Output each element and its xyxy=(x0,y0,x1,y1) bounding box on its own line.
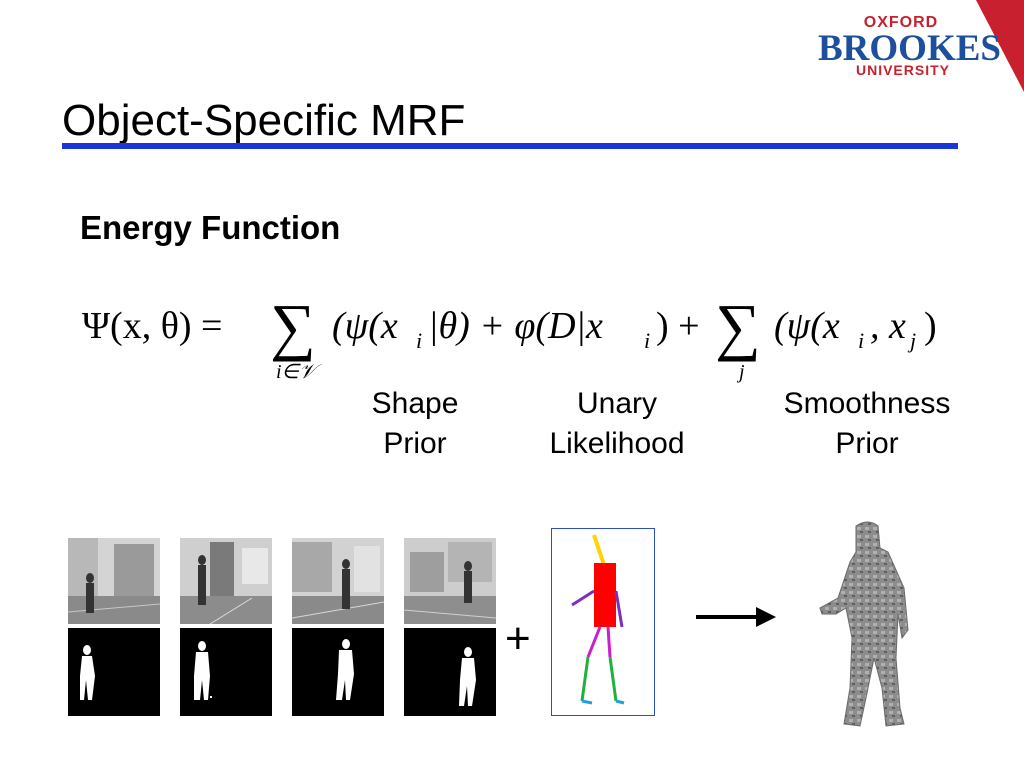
equation-term3-end: ) xyxy=(924,305,937,347)
logo-line-brookes: BROOKES xyxy=(818,28,1001,69)
energy-equation: Ψ(x, θ) = ∑ i∈𝒱 (ψ(x i |θ) + φ(D|x i ) +… xyxy=(82,290,962,383)
summation-symbol-2: ∑ xyxy=(715,291,761,362)
3d-reconstruction-figure xyxy=(819,521,909,727)
label-smoothness-prior-line1: Smoothness xyxy=(783,387,951,420)
plus-sign: + xyxy=(505,614,531,663)
slide-title: Object-Specific MRF xyxy=(62,96,466,145)
label-shape-prior: Shape Prior xyxy=(345,384,485,464)
stick-figure-shape-prior xyxy=(551,528,655,716)
label-unary-likelihood-line1: Unary xyxy=(576,387,658,420)
summation-symbol-1: ∑ xyxy=(270,291,316,362)
logo-line-oxford: OXFORD xyxy=(863,14,939,31)
equation-term3-mid: , x xyxy=(870,305,906,347)
skeleton-right-arm xyxy=(614,590,624,628)
skeleton-right-foot xyxy=(615,699,625,705)
summation-index-1: i∈𝒱 xyxy=(276,361,322,383)
skeleton-head-line xyxy=(592,534,606,566)
equation-term3: (ψ(x xyxy=(774,305,840,347)
silhouette-mask-2 xyxy=(180,628,272,716)
silhouette-mask-1 xyxy=(68,628,160,716)
silhouette-mask-3 xyxy=(292,628,384,716)
equation-term2-sub: i xyxy=(644,328,650,353)
silhouette-mask-4 xyxy=(404,628,496,716)
right-arrow-icon xyxy=(696,607,776,627)
logo-line-university: UNIVERSITY xyxy=(855,62,950,78)
video-frame-3 xyxy=(292,538,384,624)
label-smoothness-prior-line2: Prior xyxy=(835,427,899,460)
section-heading: Energy Function xyxy=(80,209,341,246)
oxford-brookes-logo xyxy=(976,0,1024,92)
equation-term1: (ψ(x xyxy=(332,305,398,347)
title-underline xyxy=(62,143,958,149)
skeleton-right-shin xyxy=(608,656,618,702)
label-shape-prior-line1: Shape xyxy=(371,387,459,420)
skeleton-left-thigh xyxy=(586,626,602,658)
skeleton-left-foot xyxy=(581,699,593,705)
equation-term2: |θ) + φ(D|x xyxy=(428,305,603,347)
skeleton-right-thigh xyxy=(606,626,612,658)
skeleton-left-arm xyxy=(571,589,595,607)
skeleton-torso xyxy=(594,563,616,627)
video-frame-2 xyxy=(180,538,272,624)
skeleton-left-shin xyxy=(580,656,590,702)
video-frame-4 xyxy=(404,538,496,624)
equation-term3-sub-i: i xyxy=(858,328,864,353)
label-shape-prior-line2: Prior xyxy=(383,427,447,460)
equation-lhs: Ψ(x, θ) = xyxy=(82,305,222,347)
summation-index-2: j xyxy=(736,361,745,383)
video-frame-1 xyxy=(68,538,160,624)
equation-term2-rest: ) + xyxy=(656,305,700,347)
equation-term1-sub: i xyxy=(416,328,422,353)
label-smoothness-prior: Smoothness Prior xyxy=(766,384,968,464)
label-unary-likelihood: Unary Likelihood xyxy=(527,384,707,464)
equation-term3-sub-j: j xyxy=(907,328,916,353)
logo-red-triangle xyxy=(976,0,1024,92)
label-unary-likelihood-line2: Likelihood xyxy=(549,427,685,460)
